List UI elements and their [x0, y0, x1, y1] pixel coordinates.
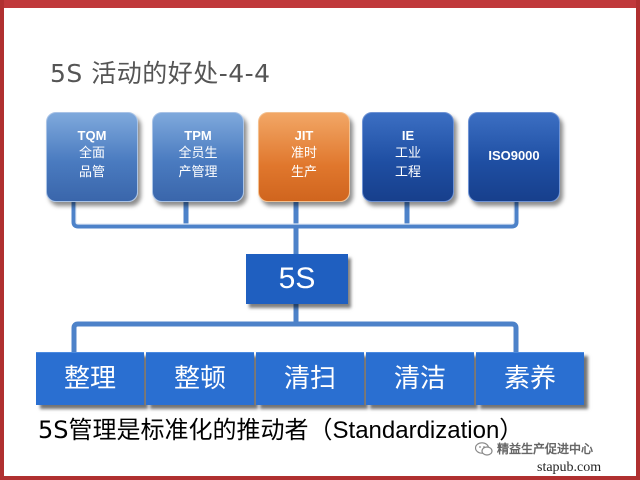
tpm-zh-line2: 产管理	[178, 165, 218, 180]
site-watermark: stapub.com	[537, 460, 602, 475]
bottom-box-seiton: 整顿	[146, 352, 254, 405]
caption-close: ）	[499, 416, 524, 444]
wechat-icon	[475, 441, 493, 456]
bottom-frame-bar	[0, 476, 640, 480]
ie-zh-line1: 工业	[394, 146, 421, 161]
caption: 5S管理是标准化的推动者（Standardization）	[38, 410, 523, 445]
tqm-box: TQM 全面 品管	[46, 112, 138, 202]
wechat-account-name: 精益生产促进中心	[497, 442, 594, 456]
jit-box: JIT 准时 生产	[258, 112, 350, 202]
bottom-box-shitsuke: 素养	[476, 352, 584, 405]
right-frame-bar	[636, 0, 640, 480]
center-5s-box: 5S	[246, 254, 348, 304]
ie-zh-line2: 工程	[394, 165, 421, 180]
tpm-zh-line1: 全员生	[178, 146, 218, 161]
jit-zh-line2: 生产	[290, 165, 317, 180]
bottom-box-seiketsu: 清洁	[366, 352, 474, 405]
caption-en: Standardization	[332, 417, 500, 444]
bottom-connector	[71, 321, 519, 352]
tqm-label: TQM	[77, 128, 107, 143]
jit-zh-line1: 准时	[290, 146, 317, 161]
tqm-zh-line2: 品管	[78, 165, 105, 180]
tqm-zh-line1: 全面	[78, 146, 105, 161]
bottom-box-seiri: 整理	[36, 352, 144, 405]
top-frame-bar	[0, 0, 640, 8]
tpm-label: TPM	[184, 128, 212, 143]
caption-zh: 5S管理是标准化的推动者（	[38, 416, 333, 444]
left-frame-bar	[0, 0, 4, 480]
jit-label: JIT	[294, 128, 314, 143]
ie-box: IE 工业 工程	[362, 112, 454, 202]
slide-title: 5S 活动的好处-4-4	[50, 59, 271, 88]
tpm-box: TPM 全员生 产管理	[152, 112, 244, 202]
wechat-watermark: 精益生产促进中心	[475, 440, 593, 457]
iso9000-box: ISO9000	[468, 112, 560, 202]
bottom-box-seiso: 清扫	[256, 352, 364, 405]
iso9000-label: ISO9000	[488, 148, 540, 163]
ie-label: IE	[401, 128, 415, 143]
